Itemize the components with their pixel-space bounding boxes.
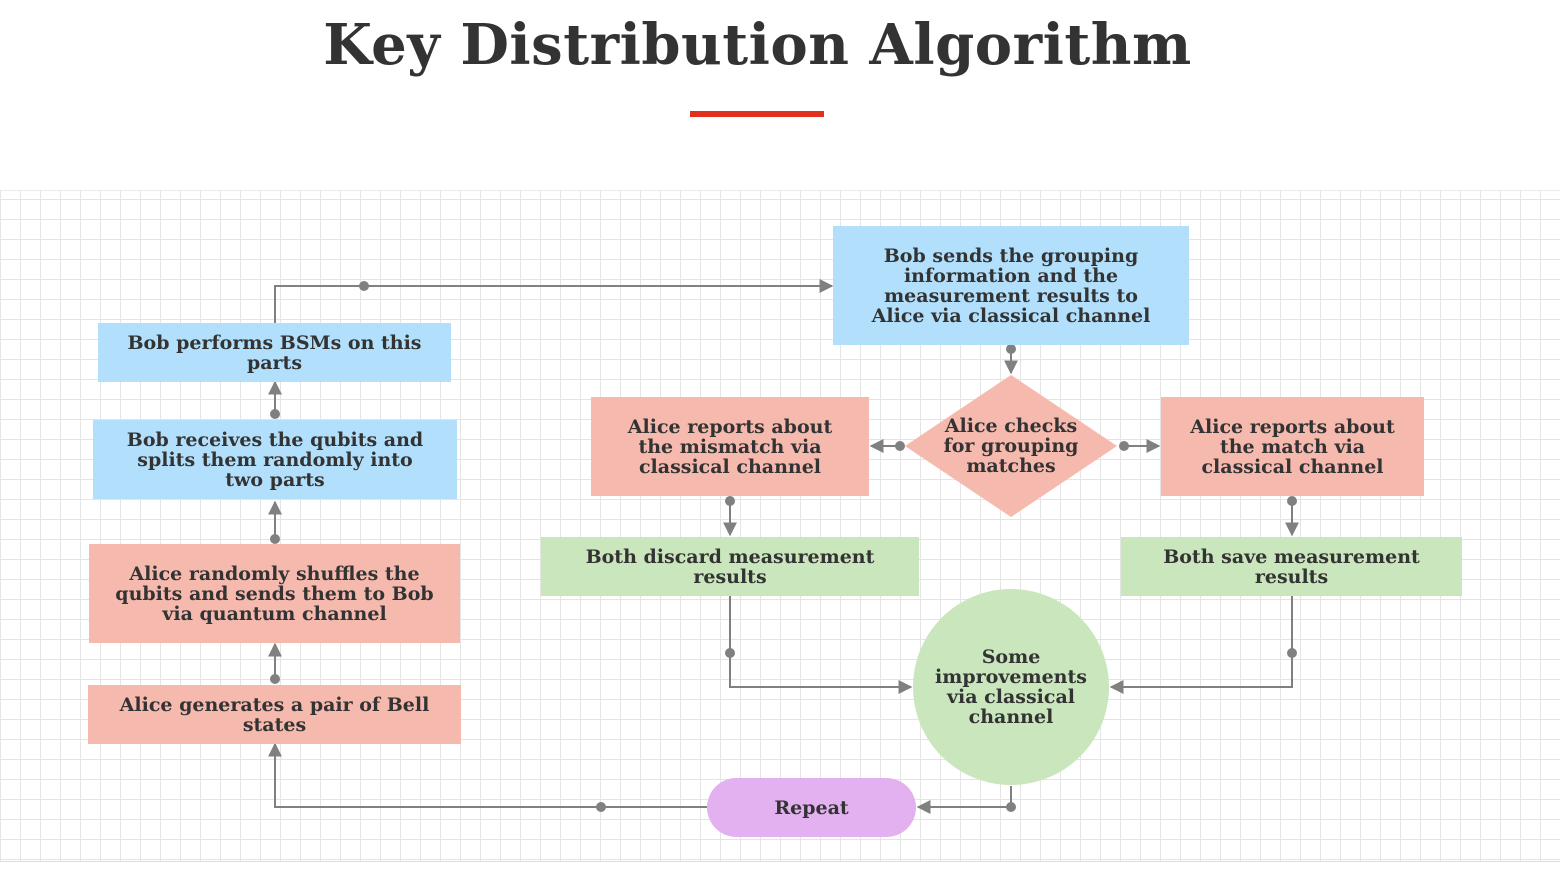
title-underline [690,111,824,117]
node-some-improvements: Some improvements via classical channel [913,589,1109,785]
decision-diamond [905,375,1117,517]
connector-improvements-repeat [916,786,1012,814]
connector-repeat-generates [268,742,707,808]
connectors [268,279,1299,814]
connector-save-improvements [1109,596,1293,694]
node-repeat: Repeat [707,778,916,837]
diagram-canvas: Bob performs BSMs on this parts Bob rece… [0,190,1560,862]
node-bob-receives-qubits: Bob receives the qubits and splits them … [93,420,457,499]
node-both-save-results: Both save measurement results [1121,537,1462,596]
connector-discard-improvements [729,596,913,694]
node-bob-sends-grouping: Bob sends the grouping information and t… [833,226,1189,345]
node-alice-checks-grouping: Alice checks for grouping matches [943,415,1079,477]
connector-bsm-bobsends [274,279,834,323]
node-alice-reports-match: Alice reports about the match via classi… [1161,397,1424,496]
node-alice-reports-mismatch: Alice reports about the mismatch via cla… [591,397,869,496]
node-alice-generates-bell-states: Alice generates a pair of Bell states [88,685,461,744]
diagram-title: Key Distribution Algorithm [323,12,1192,78]
node-both-discard-results: Both discard measurement results [541,537,919,596]
node-bob-performs-bsm: Bob performs BSMs on this parts [98,323,451,382]
node-alice-shuffles-qubits: Alice randomly shuffles the qubits and s… [89,544,460,643]
